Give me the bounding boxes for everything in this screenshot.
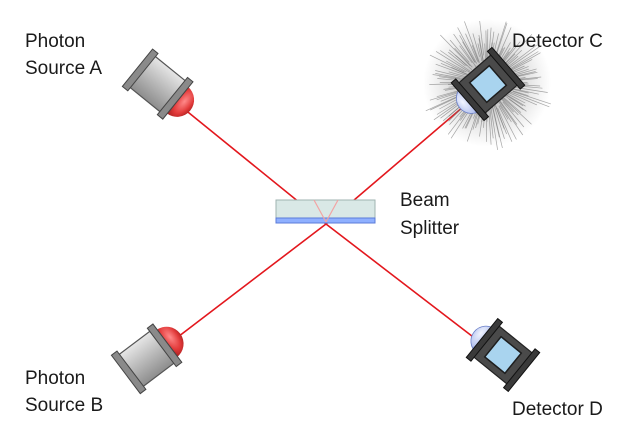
detector-c-glow-spike	[497, 107, 513, 142]
detector-c-glow-spike	[486, 29, 489, 63]
detector-c-glow-spike	[499, 99, 518, 125]
detector-c-glow-spike	[499, 104, 509, 120]
detector-c-glow-spike	[440, 50, 471, 72]
photon-source-b	[110, 323, 184, 395]
detector-c-glow-spike	[432, 74, 461, 80]
detector-c-glow-spike	[435, 63, 466, 76]
detector-c-glow-spike	[508, 98, 524, 110]
detector-c-glow-spike	[479, 20, 485, 56]
detector-c-glow-spike	[498, 101, 512, 123]
detector-c-glow-spike	[504, 95, 527, 112]
detector-c-glow-spike	[504, 94, 524, 107]
detector-d	[465, 317, 541, 393]
detector-c-glow-spike	[448, 51, 466, 67]
detector-c-glow-spike	[493, 103, 505, 140]
detector-c-glow-spike	[478, 35, 485, 65]
detector-c-glow-spike	[507, 91, 538, 106]
beam-b-to-splitter	[169, 223, 327, 344]
detector-c-glow-spike	[497, 27, 512, 59]
detector-c-glow-spike	[494, 102, 505, 129]
detector-c-glow-spike	[505, 45, 541, 71]
label-source-b: Photon Source B	[25, 368, 103, 416]
beam-splitter-to-d	[325, 223, 482, 344]
detector-c-glow-spike	[502, 34, 533, 67]
beam-splitter	[275, 199, 376, 224]
detector-c-glow-spike	[505, 92, 526, 104]
detector-c-glow-spike	[502, 101, 525, 128]
detector-c-glow-spike	[502, 97, 532, 125]
detector-c-glow-spike	[449, 39, 470, 63]
detector-c-glow-spike	[506, 94, 526, 107]
detector-c-glow-spike	[505, 51, 539, 72]
detector-c-glow-spike	[510, 88, 529, 94]
detector-c-glow-spike	[503, 44, 537, 71]
detector-c-glow-spike	[459, 35, 476, 63]
detector-c-glow-spike	[465, 33, 479, 62]
detector-c-glow-spike	[462, 41, 476, 63]
detector-c-glow-spike	[499, 96, 514, 113]
label-source-a: Photon Source A	[25, 31, 102, 79]
detector-c-glow-spike	[489, 109, 494, 139]
detector-c-glow-spike	[499, 101, 524, 136]
detector-c-glow-spike	[511, 65, 525, 73]
detector-c-glow-spike	[491, 104, 500, 138]
detector-c-glow-spike	[437, 78, 464, 82]
detector-c-glow-spike	[457, 27, 478, 64]
detector-c-glow-spike	[435, 70, 466, 79]
detector-c-glow-spike	[464, 21, 480, 63]
detector-c-glow-spike	[498, 105, 517, 140]
label-beam-splitter: Beam Splitter	[400, 190, 460, 239]
label-detector-c: Detector C	[512, 31, 603, 52]
detector-c-glow-spike	[454, 47, 473, 68]
detector-c-glow-spike	[435, 51, 470, 73]
detector-c-glow-spike	[494, 21, 507, 57]
photon-source-a	[121, 48, 195, 120]
detector-c-glow-spike	[435, 73, 468, 80]
detector-c-glow-spike	[440, 34, 471, 67]
detector-c-glow-spike	[507, 90, 550, 108]
label-detector-d: Detector D	[512, 399, 603, 420]
detector-c-glow-spike	[485, 30, 487, 64]
detector-c-glow-spike	[477, 43, 483, 62]
detector-c-glow-spike	[455, 54, 473, 70]
detector-c-glow-spike	[503, 97, 522, 113]
detector-c-glow-spike	[500, 96, 519, 116]
detector-c-glow-spike	[429, 54, 465, 73]
detector-c-glow-spike	[512, 91, 551, 105]
detector-c	[450, 46, 526, 122]
detector-c-glow-spike	[429, 90, 462, 101]
detector-c-glow-spike	[453, 33, 477, 68]
detector-c-glow-spike	[471, 45, 480, 63]
detector-c-glow-spike	[484, 43, 486, 60]
detector-c-glow-spike	[459, 45, 473, 64]
detector-c-glow-spike	[508, 59, 533, 73]
detector-c-glow-spike	[451, 66, 468, 75]
detector-c-glow-spike	[489, 101, 498, 150]
detector-c-glow-spike	[446, 60, 467, 73]
detector-c-glow-spike	[508, 89, 529, 97]
detector-c-glow-spike	[472, 33, 480, 57]
